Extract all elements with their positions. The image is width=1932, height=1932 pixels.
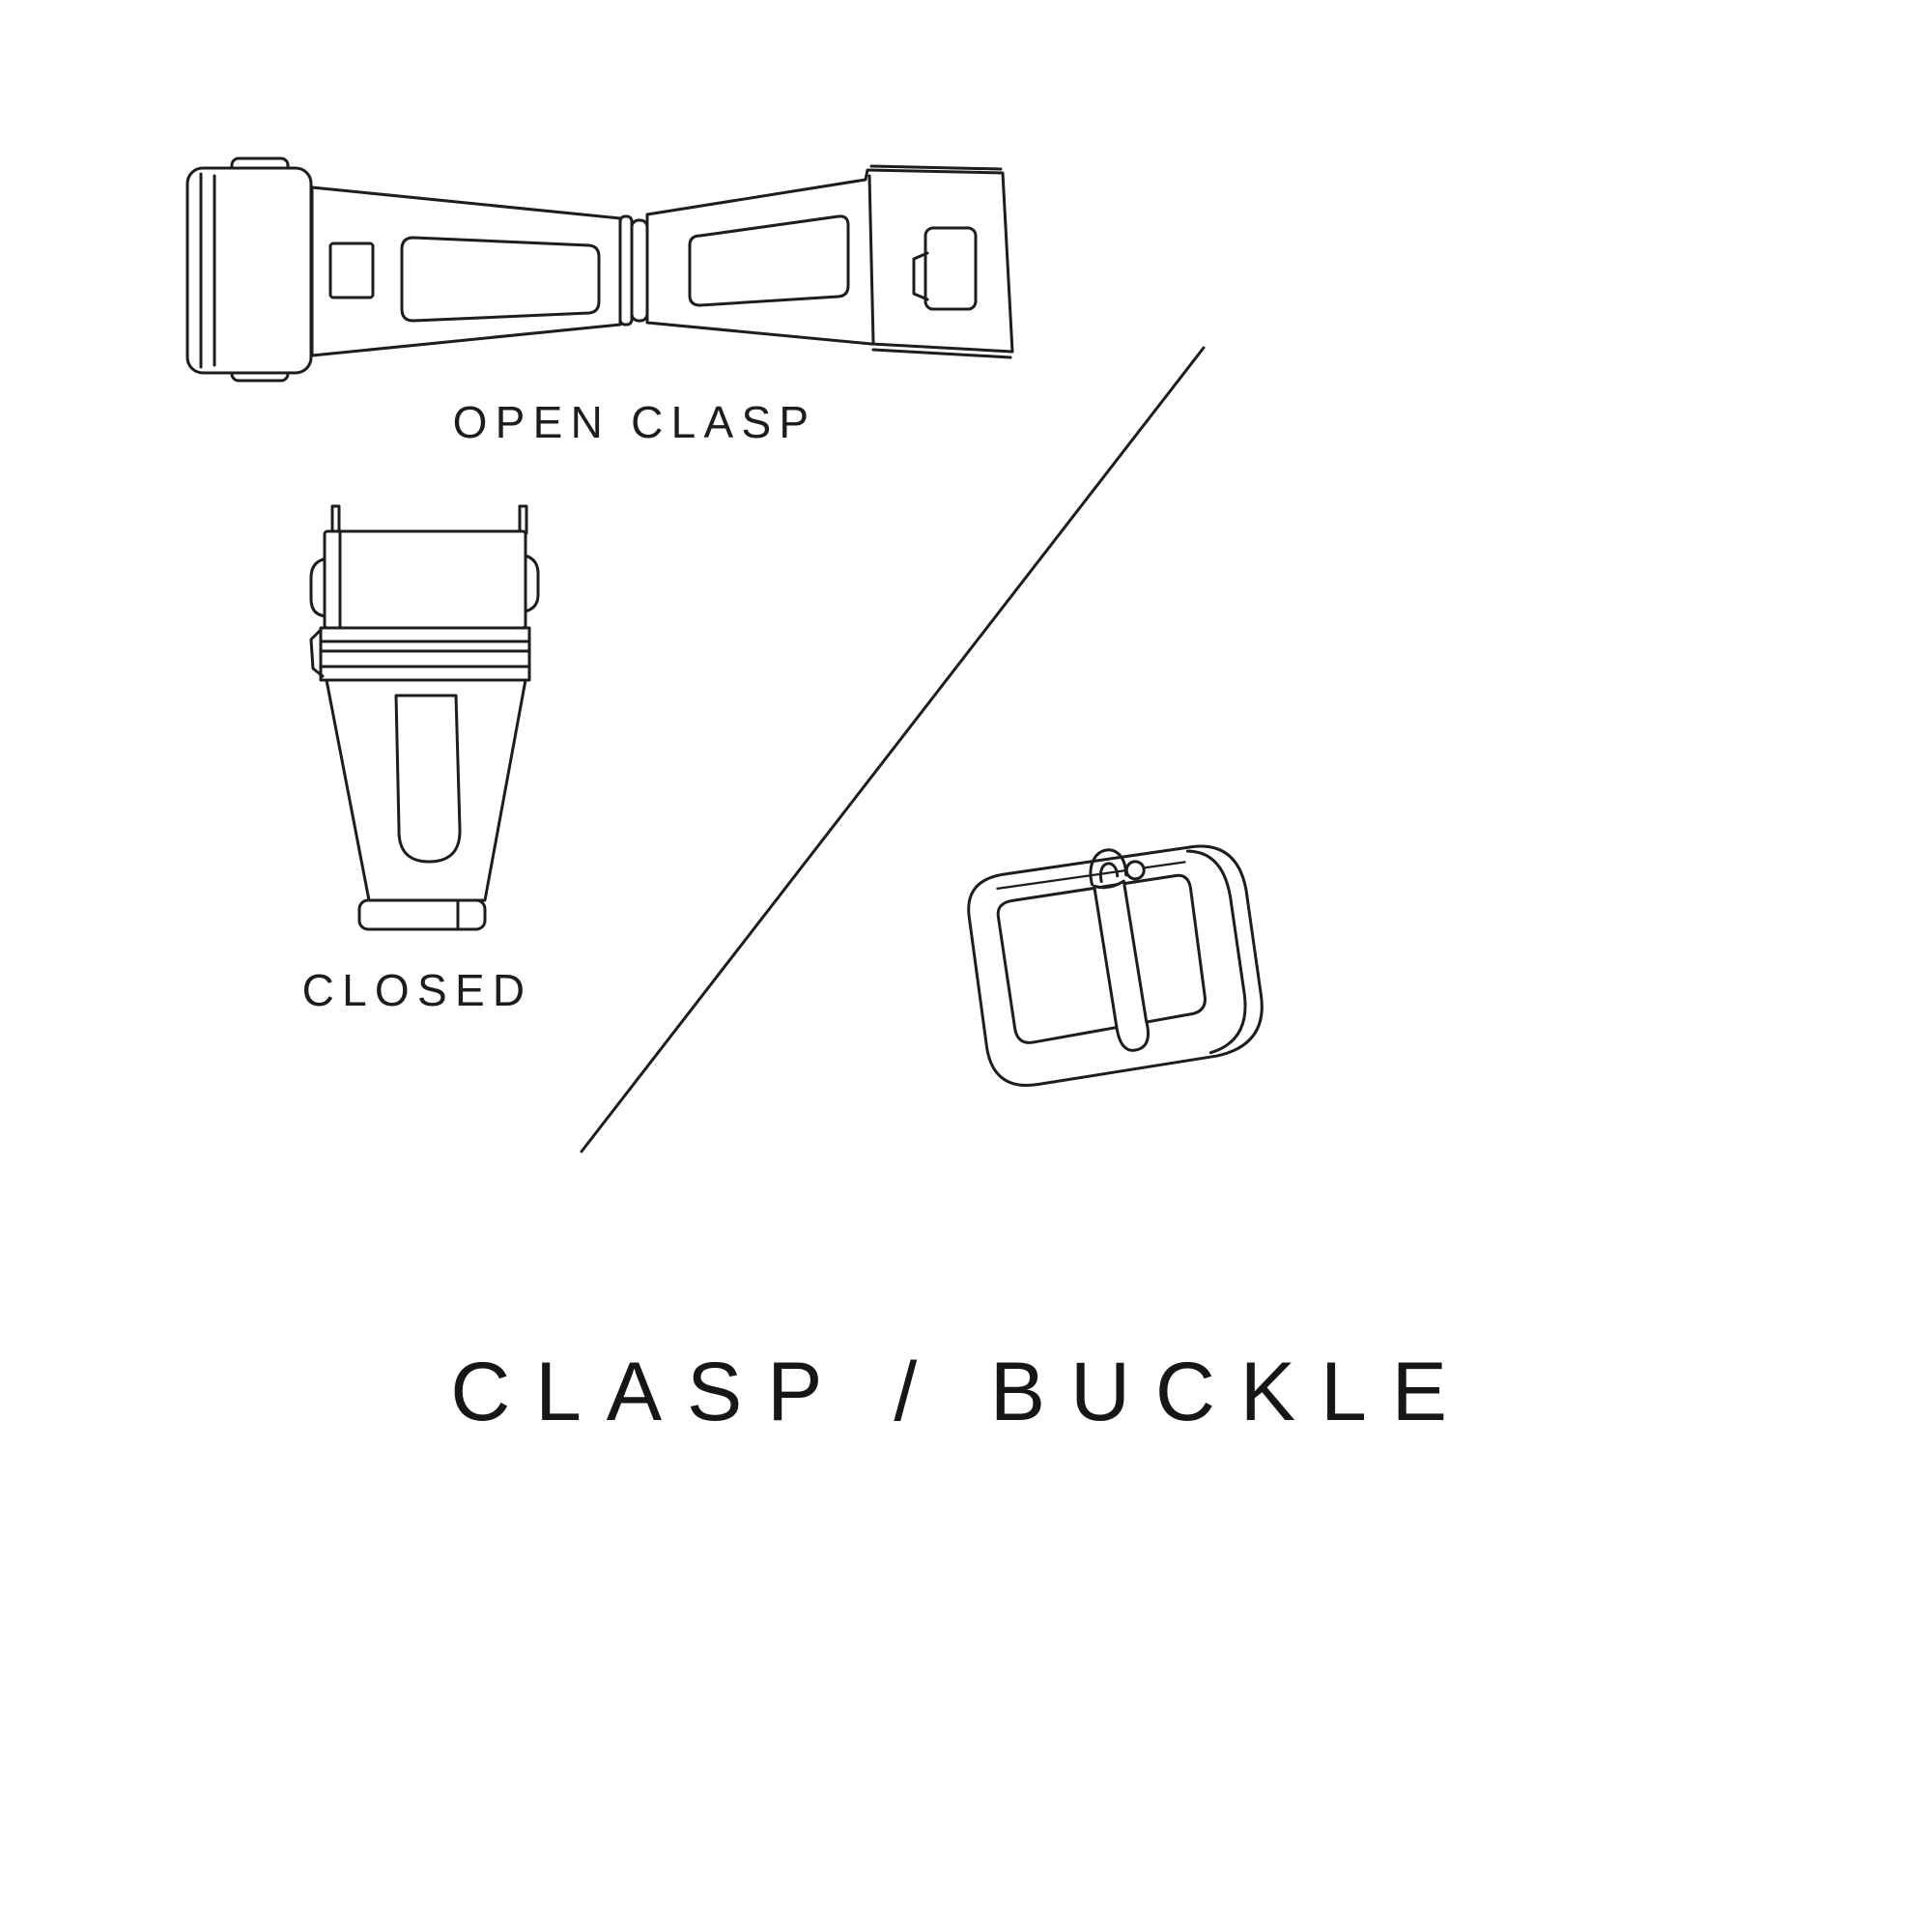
buckle-frame-opening [996, 873, 1207, 1044]
buckle-tang-loop [1089, 848, 1128, 887]
closed-clasp-body [325, 678, 527, 902]
open-clasp-right-arm [645, 168, 1014, 354]
buckle-pin-coil [1124, 860, 1146, 881]
open-clasp-right-endlink-cutout [923, 226, 978, 311]
buckle-right-band-edge [1185, 849, 1247, 1055]
open-clasp-label: OPEN CLASP [452, 397, 817, 447]
open-clasp-left-arm [310, 185, 622, 357]
page-title: CLASP / BUCKLE [450, 1346, 1472, 1438]
closed-clasp-illustration [309, 504, 540, 931]
open-clasp-left-arm-notch [328, 242, 375, 299]
closed-clasp-bottom-bar [357, 898, 487, 931]
open-clasp-illustration [185, 156, 1014, 383]
buckle-tang [1093, 879, 1150, 1052]
tang-buckle-illustration [967, 844, 1264, 1087]
closed-clasp-label: CLOSED [301, 965, 533, 1015]
